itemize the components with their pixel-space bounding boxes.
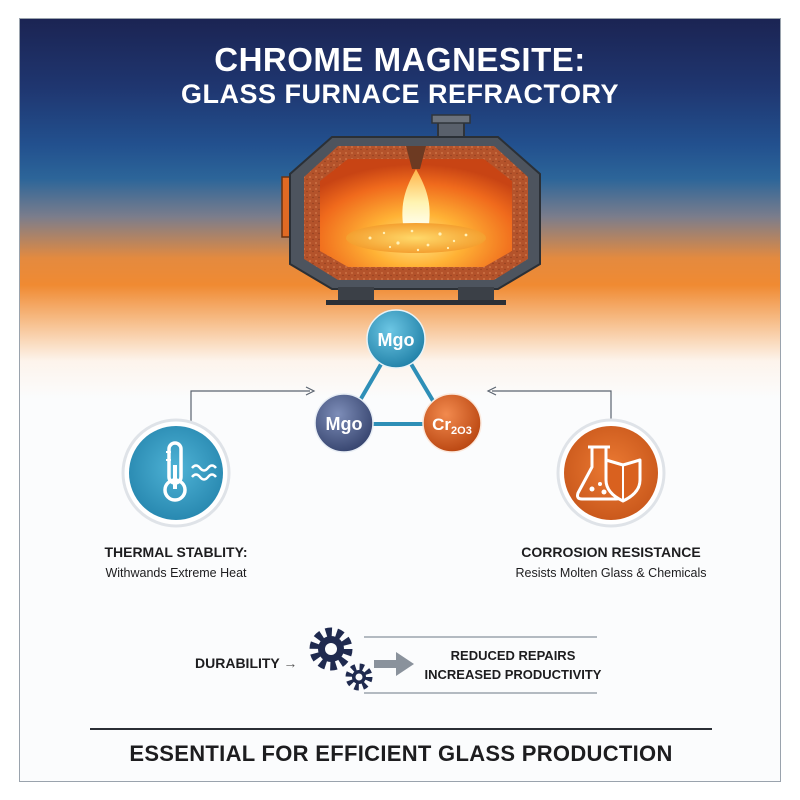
result-line-1: REDUCED REPAIRS xyxy=(450,648,576,663)
atom-cr-subscript: 2O3 xyxy=(451,425,472,437)
atom-mgo-left xyxy=(314,393,374,453)
thermometer-heat-icon xyxy=(121,418,231,528)
flame xyxy=(402,169,430,224)
molten-glass-pool xyxy=(346,223,486,253)
footer-tagline: ESSENTIAL FOR EFFICIENT GLASS PRODUCTION xyxy=(129,741,673,766)
atom-mgo-top xyxy=(366,309,426,369)
infographic-frame: CHROME MAGNESITE: GLASS FURNACE REFRACTO… xyxy=(19,18,781,782)
atom-cr2o3-label: Cr2O3 xyxy=(432,415,472,437)
result-arrow-icon xyxy=(374,652,414,676)
refractory-diagram: Mgo Mgo Cr2O3 xyxy=(90,309,712,730)
atom-mgo-left-label: Mgo xyxy=(326,414,363,434)
atom-mgo-top-label: Mgo xyxy=(378,330,415,350)
title-line-2: GLASS FURNACE REFRACTORY xyxy=(180,79,619,109)
burner-nozzle xyxy=(406,146,426,169)
thermal-connector xyxy=(190,390,310,421)
flask-shield-icon xyxy=(556,418,666,528)
corrosion-heading: CORROSION RESISTANCE xyxy=(521,544,701,560)
thermal-connector-arrow xyxy=(305,386,316,396)
furnace-illustration xyxy=(281,114,541,305)
durability-label: DURABILITY → xyxy=(195,655,305,671)
corrosion-connector xyxy=(492,390,612,421)
corrosion-caption: Resists Molten Glass & Chemicals xyxy=(515,566,707,580)
durability-arrow: → xyxy=(283,655,298,671)
durability-text: DURABILITY xyxy=(195,655,280,671)
thermal-heading: THERMAL STABLITY: xyxy=(104,544,248,560)
result-line-2: INCREASED PRODUCTIVITY xyxy=(424,667,602,682)
thermal-caption: Withwands Extreme Heat xyxy=(105,566,247,580)
atom-cr2o3 xyxy=(422,393,482,453)
corrosion-connector-arrow xyxy=(486,386,497,396)
atom-cr-text: Cr xyxy=(432,415,451,434)
title-line-1: CHROME MAGNESITE: xyxy=(214,41,586,78)
gears-icon xyxy=(309,627,373,691)
